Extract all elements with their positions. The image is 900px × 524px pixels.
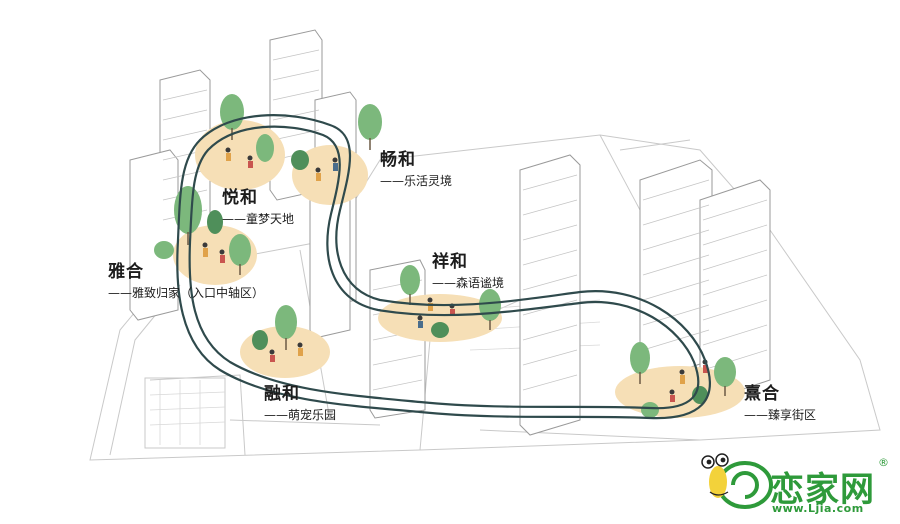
zone-title: 熹合 bbox=[744, 384, 780, 404]
zone-subtitle: ——乐活灵境 bbox=[380, 174, 453, 188]
zone-label-ronghe: 融和 ——萌宠乐园 bbox=[264, 384, 336, 423]
watermark-brand: 恋家网 bbox=[770, 470, 875, 510]
zone-subtitle: ——童梦天地 bbox=[222, 212, 295, 226]
zone-label-xianghe: 祥和 ——森语谧境 bbox=[432, 252, 504, 291]
zone-xianghe-area bbox=[378, 294, 502, 342]
zone-title: 祥和 bbox=[432, 252, 468, 272]
zone-label-xihe: 熹合 ——臻享街区 bbox=[744, 384, 816, 423]
zone-subtitle: ——雅致归家（入口中轴区） bbox=[108, 286, 265, 300]
zone-subtitle: ——萌宠乐园 bbox=[264, 408, 337, 422]
zone-title: 融和 bbox=[264, 384, 300, 404]
zone-label-yahe: 雅合 ——雅致归家（入口中轴区） bbox=[108, 262, 264, 301]
zone-subtitle: ——森语谧境 bbox=[432, 276, 505, 290]
zone-label-yuehe: 悦和 ——童梦天地 bbox=[222, 188, 294, 227]
zone-title: 畅和 bbox=[380, 150, 416, 170]
walking-loop-path bbox=[176, 114, 711, 420]
zone-title: 悦和 bbox=[222, 188, 258, 208]
zone-title: 雅合 bbox=[108, 262, 144, 282]
zone-label-changhe: 畅和 ——乐活灵境 bbox=[380, 150, 452, 189]
watermark-registered-mark: ® bbox=[878, 456, 889, 469]
snail-logo-icon bbox=[701, 453, 773, 509]
zone-subtitle: ——臻享街区 bbox=[744, 408, 817, 422]
watermark-url: www.Ljia.com bbox=[772, 502, 864, 515]
